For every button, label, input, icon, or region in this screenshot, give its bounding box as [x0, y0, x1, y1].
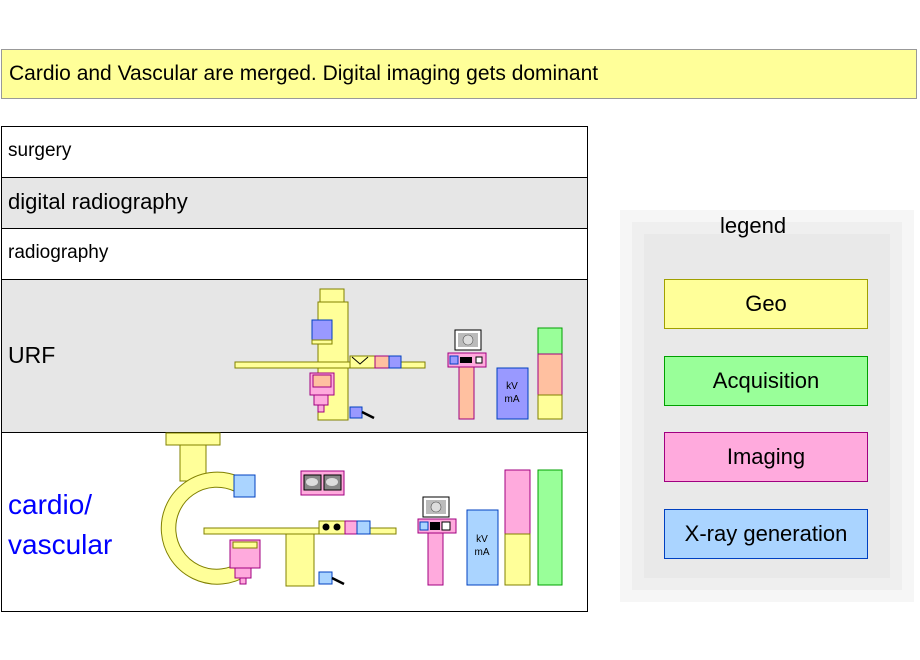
row-label-urf: URF	[8, 342, 56, 368]
legend-item-xray-generation: X-ray generation	[664, 509, 868, 559]
row-urf: URF	[1, 279, 588, 433]
legend-item-acquisition: Acquisition	[664, 356, 868, 406]
row-label-radiography: radiography	[8, 242, 109, 263]
row-label-surgery: surgery	[8, 140, 72, 161]
cardio-vascular-system: kV mA	[160, 432, 563, 587]
cardio-label-line1: cardio/	[8, 489, 93, 520]
cardio-label-line2: vascular	[8, 529, 113, 560]
row-label-digital-radiography: digital radiography	[8, 189, 188, 214]
urf-generator-kv: kV	[506, 381, 518, 392]
legend-item-geo: Geo	[664, 279, 868, 329]
urf-system: kV mA	[234, 288, 563, 421]
cardio-generator-ma: mA	[475, 547, 490, 558]
legend-item-imaging: Imaging	[664, 432, 868, 482]
legend-title: legend	[720, 213, 787, 238]
headline-banner: Cardio and Vascular are merged. Digital …	[1, 49, 917, 99]
cardio-generator-kv: kV	[476, 534, 488, 545]
urf-generator-ma: mA	[505, 394, 520, 405]
row-label-cardio-vascular: cardio/ vascular	[8, 485, 112, 565]
row-digital-radiography: digital radiography	[1, 177, 588, 229]
